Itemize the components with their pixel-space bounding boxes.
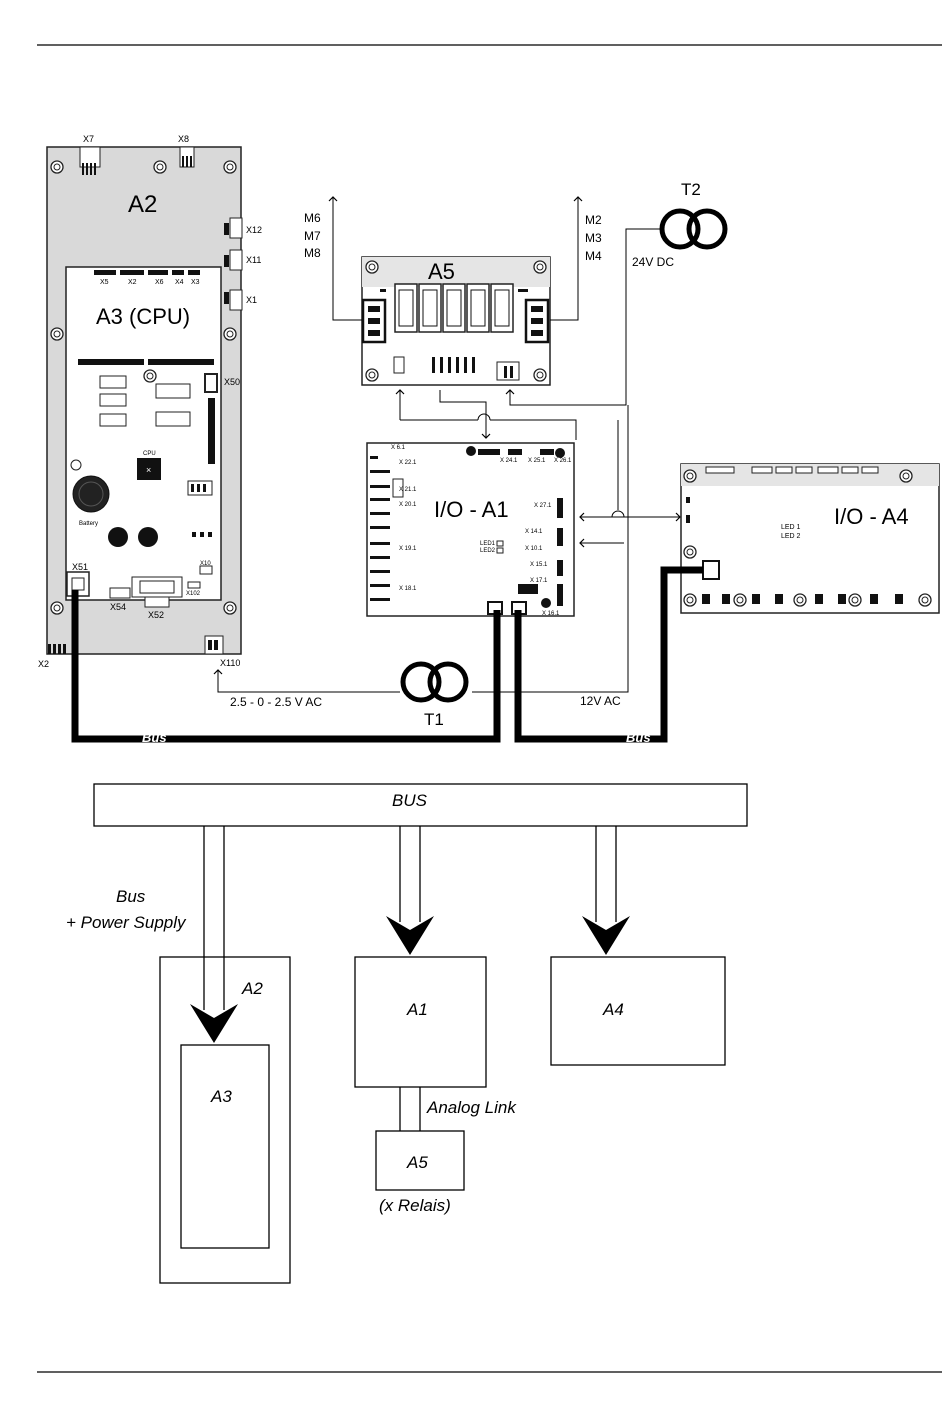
a1-x14: X 14.1 <box>525 529 543 535</box>
a1-x18: X 18.1 <box>399 586 417 592</box>
a5-output-m4: M4 <box>585 249 602 263</box>
a1-x22: X 22.1 <box>399 460 417 466</box>
a2-connector-x8: X8 <box>178 134 189 144</box>
a5-a1-links <box>395 389 577 440</box>
a3-battery-label: Battery <box>79 521 98 527</box>
block-relais-label: (x Relais) <box>379 1196 451 1215</box>
a3-label: A3 (CPU) <box>96 304 190 329</box>
a1-x19: X 19.1 <box>399 546 417 552</box>
block-a1-label: A1 <box>406 1000 428 1019</box>
a2-connector-x1: X1 <box>246 295 257 305</box>
t1-voltage-left: 2.5 - 0 - 2.5 V AC <box>230 695 322 709</box>
a5-output-m6: M6 <box>304 211 321 225</box>
board-a4: I/O - A4 LED 1 LED 2 <box>680 463 940 614</box>
a3-cpu-label: CPU <box>143 451 156 457</box>
a4-led1: LED 1 <box>781 524 801 531</box>
t2-wire <box>505 228 662 406</box>
a1-x27: X 27.1 <box>534 503 552 509</box>
a3-connector-x102: X102 <box>186 591 201 597</box>
block-bus-label: BUS <box>392 791 428 810</box>
a1-x16: X 16.1 <box>542 611 560 617</box>
a5-outputs <box>328 196 583 321</box>
a5-label: A5 <box>428 259 455 284</box>
a1-a4-link <box>472 405 681 693</box>
block-bus-power-line2: + Power Supply <box>66 913 187 932</box>
block-a5-label: A5 <box>406 1153 428 1172</box>
a3-header-x5: X5 <box>100 279 109 286</box>
transformer-t2 <box>659 208 728 250</box>
block-analog-link-label: Analog Link <box>426 1098 517 1117</box>
t2-voltage: 24V DC <box>632 255 674 269</box>
block-a4-label: A4 <box>602 1000 624 1019</box>
board-a5: A5 <box>361 256 551 386</box>
a5-output-m7: M7 <box>304 229 321 243</box>
block-arrowheads <box>190 916 630 1043</box>
a5-output-m3: M3 <box>585 231 602 245</box>
a1-x15: X 15.1 <box>530 562 548 568</box>
a3-connector-x52: X52 <box>148 610 164 620</box>
board-a1: I/O - A1 X 6.1 X 22.1 X 21.1 X 20.1 X 19… <box>366 442 575 617</box>
svg-text:×: × <box>146 465 151 475</box>
a2-connector-x12: X12 <box>246 225 262 235</box>
a1-box <box>354 956 487 1088</box>
a3-header-x3: X3 <box>191 279 200 286</box>
a3-connector-x54: X54 <box>110 602 126 612</box>
a1-x6: X 6.1 <box>391 445 406 451</box>
a4-box <box>550 956 726 1066</box>
a1-label: I/O - A1 <box>434 497 509 522</box>
transformer-t1 <box>400 661 469 703</box>
a2-connector-x110: X110 <box>220 658 240 668</box>
a1-led2: LED2 <box>480 548 496 554</box>
bus-label-left: Bus <box>142 730 167 745</box>
a1-x20: X 20.1 <box>399 502 417 508</box>
a3-connector-x50: X50 <box>224 377 240 387</box>
block-diagram <box>93 783 748 1284</box>
t1-voltage-right: 12V AC <box>580 694 621 708</box>
a2-label: A2 <box>128 191 157 218</box>
a1-x24: X 24.1 <box>500 458 518 464</box>
a3-box <box>180 1044 270 1249</box>
a5-output-m2: M2 <box>585 213 602 227</box>
a3-connector-x10: X10 <box>200 561 211 567</box>
a2-connector-x7: X7 <box>83 134 94 144</box>
a4-led2: LED 2 <box>781 533 801 540</box>
a2-box <box>159 956 291 1284</box>
a3-connector-x51: X51 <box>72 562 88 572</box>
a5-output-m8: M8 <box>304 246 321 260</box>
a1-x10: X 10.1 <box>525 546 543 552</box>
a3-header-x6: X6 <box>155 279 164 286</box>
t1-label: T1 <box>424 710 444 729</box>
a2-connector-x2: X2 <box>38 659 49 669</box>
a3-header-x2: X2 <box>128 279 137 286</box>
bus-cables <box>71 566 703 743</box>
block-a2-label: A2 <box>241 979 263 998</box>
a2-connector-x11: X11 <box>246 255 261 265</box>
block-bus-power-line1: Bus <box>116 887 146 906</box>
a1-x21: X 21.1 <box>399 487 417 493</box>
a3-header-x4: X4 <box>175 279 184 286</box>
t1-wire-left <box>213 669 400 693</box>
block-a3-label: A3 <box>210 1087 232 1106</box>
a1-x26: X 26.1 <box>554 458 572 464</box>
bus-label-right: Bus <box>626 730 651 745</box>
a1-x17: X 17.1 <box>530 578 548 584</box>
a4-label: I/O - A4 <box>834 504 909 529</box>
board-a3: X5 X2 X6 X4 X3 A3 (CPU) × CPU Battery <box>65 266 240 620</box>
a1-x25: X 25.1 <box>528 458 546 464</box>
t2-label: T2 <box>681 180 701 199</box>
a1-led1: LED1 <box>480 541 496 547</box>
